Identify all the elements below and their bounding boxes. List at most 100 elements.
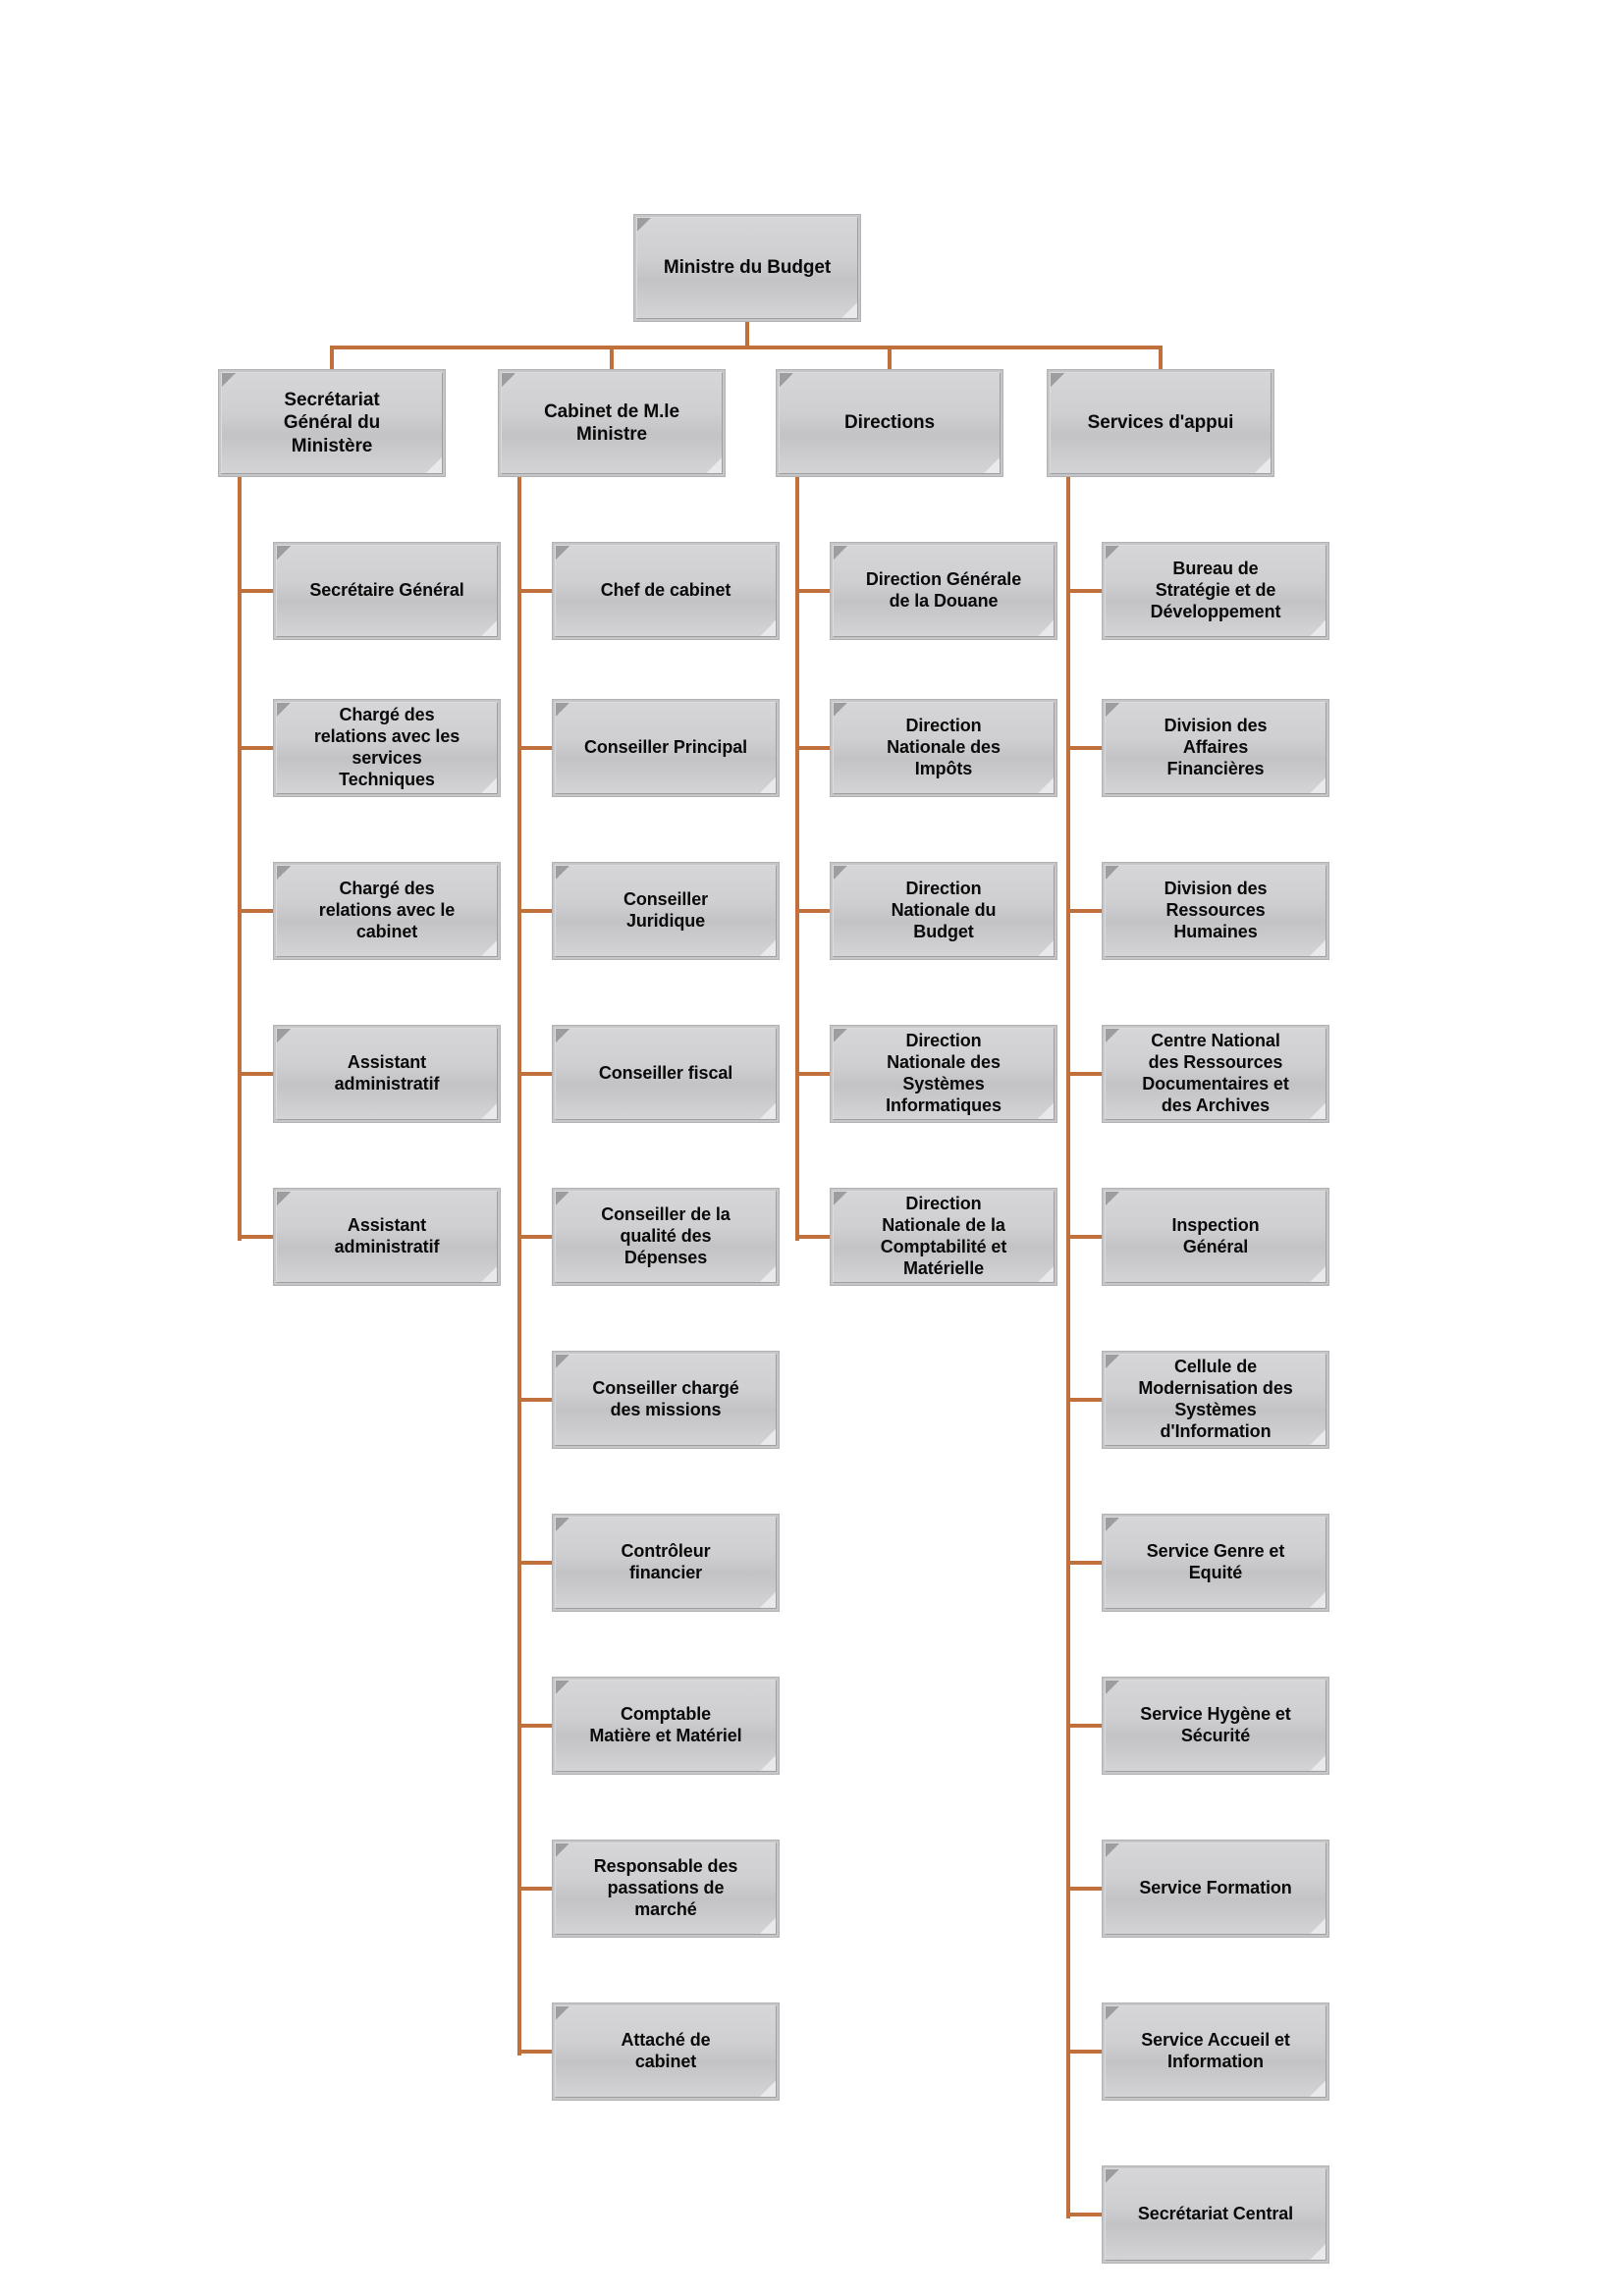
connector-stub-cabinet-ministre-5 [517,1398,552,1402]
connector-stub-directions-4 [795,1235,830,1239]
node-label: Conseiller fiscal [598,1063,733,1084]
node-branch-cabinet-ministre[interactable]: Cabinet de M.le Ministre [498,369,726,477]
node-label: Assistant administratif [334,1215,440,1256]
node-directions-item-3[interactable]: Direction Nationale des Systèmes Informa… [830,1025,1057,1123]
node-bevel: Secrétariat Général du Ministère [221,372,443,474]
connector-stub-services-appui-0 [1066,589,1102,593]
node-services-appui-item-9[interactable]: Service Accueil et Information [1102,2002,1329,2101]
node-label: Inspection Général [1171,1215,1260,1256]
connector-stub-secretariat-general-4 [238,1235,273,1239]
node-bevel: Services d'appui [1050,372,1272,474]
connector-stub-services-appui-5 [1066,1398,1102,1402]
node-services-appui-item-4[interactable]: Inspection Général [1102,1188,1329,1286]
node-bevel: Service Hygène et Sécurité [1105,1680,1326,1772]
node-bevel: Direction Nationale du Budget [833,865,1055,957]
node-branch-secretariat-general[interactable]: Secrétariat Général du Ministère [218,369,446,477]
node-label: Direction Nationale des Systèmes Informa… [886,1031,1001,1115]
node-directions-item-4[interactable]: Direction Nationale de la Comptabilité e… [830,1188,1057,1286]
node-cabinet-ministre-item-9[interactable]: Attaché de cabinet [552,2002,780,2101]
connector-spine-services-appui [1066,477,1070,2218]
connector-stub-secretariat-general-3 [238,1072,273,1076]
connector-stub-cabinet-ministre-3 [517,1072,552,1076]
node-label: Cellule de Modernisation des Systèmes d'… [1138,1357,1293,1441]
connector-branch-drop-services-appui [1159,346,1163,369]
node-label: Comptable Matière et Matériel [589,1704,742,1745]
node-label: Direction Générale de la Douane [865,569,1022,611]
node-label: Ministre du Budget [663,257,832,279]
node-bevel: Cellule de Modernisation des Systèmes d'… [1105,1354,1326,1446]
node-services-appui-item-1[interactable]: Division des Affaires Financières [1102,699,1329,797]
node-label: Responsable des passations de marché [593,1856,738,1919]
node-cabinet-ministre-item-4[interactable]: Conseiller de la qualité des Dépenses [552,1188,780,1286]
connector-root-trunk [745,322,749,349]
node-cabinet-ministre-item-2[interactable]: Conseiller Juridique [552,862,780,960]
node-services-appui-item-7[interactable]: Service Hygène et Sécurité [1102,1677,1329,1775]
connector-stub-services-appui-7 [1066,1724,1102,1728]
connector-stub-cabinet-ministre-9 [517,2050,552,2054]
node-directions-item-1[interactable]: Direction Nationale des Impôts [830,699,1057,797]
node-bevel: Centre National des Ressources Documenta… [1105,1028,1326,1120]
connector-stub-cabinet-ministre-7 [517,1724,552,1728]
node-bevel: Chargé des relations avec le cabinet [276,865,498,957]
node-bevel: Bureau de Stratégie et de Développement [1105,545,1326,637]
node-label: Chargé des relations avec les services T… [313,705,460,789]
node-services-appui-item-2[interactable]: Division des Ressources Humaines [1102,862,1329,960]
node-directions-item-0[interactable]: Direction Générale de la Douane [830,542,1057,640]
node-bevel: Conseiller chargé des missions [555,1354,777,1446]
connector-stub-cabinet-ministre-0 [517,589,552,593]
node-cabinet-ministre-item-5[interactable]: Conseiller chargé des missions [552,1351,780,1449]
node-bevel: Conseiller Principal [555,702,777,794]
node-bevel: Division des Affaires Financières [1105,702,1326,794]
connector-stub-directions-0 [795,589,830,593]
node-cabinet-ministre-item-6[interactable]: Contrôleur financier [552,1514,780,1612]
connector-spine-cabinet-ministre [517,477,521,2056]
node-label: Bureau de Stratégie et de Développement [1150,559,1281,621]
node-bevel: Conseiller Juridique [555,865,777,957]
node-secretariat-general-item-2[interactable]: Chargé des relations avec le cabinet [273,862,501,960]
node-label: Division des Affaires Financières [1164,716,1268,778]
node-label: Direction Nationale des Impôts [887,716,1001,778]
node-branch-directions[interactable]: Directions [776,369,1003,477]
connector-stub-cabinet-ministre-2 [517,909,552,913]
node-label: Attaché de cabinet [621,2030,711,2071]
connector-stub-services-appui-8 [1066,1887,1102,1891]
node-services-appui-item-3[interactable]: Centre National des Ressources Documenta… [1102,1025,1329,1123]
node-bevel: Inspection Général [1105,1191,1326,1283]
node-root-ministre[interactable]: Ministre du Budget [633,214,861,322]
node-directions-item-2[interactable]: Direction Nationale du Budget [830,862,1057,960]
node-bevel: Directions [779,372,1001,474]
node-cabinet-ministre-item-3[interactable]: Conseiller fiscal [552,1025,780,1123]
node-bevel: Division des Ressources Humaines [1105,865,1326,957]
connector-spine-directions [795,477,799,1241]
node-label: Services d'appui [1087,412,1234,434]
connector-branch-drop-directions [888,346,892,369]
node-bevel: Service Accueil et Information [1105,2005,1326,2098]
node-secretariat-general-item-0[interactable]: Secrétaire Général [273,542,501,640]
node-cabinet-ministre-item-0[interactable]: Chef de cabinet [552,542,780,640]
node-secretariat-general-item-1[interactable]: Chargé des relations avec les services T… [273,699,501,797]
node-secretariat-general-item-3[interactable]: Assistant administratif [273,1025,501,1123]
node-bevel: Comptable Matière et Matériel [555,1680,777,1772]
connector-stub-cabinet-ministre-6 [517,1561,552,1565]
node-secretariat-general-item-4[interactable]: Assistant administratif [273,1188,501,1286]
node-label: Conseiller Principal [583,737,748,758]
node-services-appui-item-8[interactable]: Service Formation [1102,1840,1329,1938]
node-label: Service Accueil et Information [1141,2030,1290,2071]
node-cabinet-ministre-item-7[interactable]: Comptable Matière et Matériel [552,1677,780,1775]
node-cabinet-ministre-item-8[interactable]: Responsable des passations de marché [552,1840,780,1938]
node-bevel: Direction Nationale des Impôts [833,702,1055,794]
connector-stub-services-appui-4 [1066,1235,1102,1239]
node-services-appui-item-5[interactable]: Cellule de Modernisation des Systèmes d'… [1102,1351,1329,1449]
node-cabinet-ministre-item-1[interactable]: Conseiller Principal [552,699,780,797]
node-label: Conseiller de la qualité des Dépenses [601,1204,731,1267]
connector-stub-services-appui-1 [1066,746,1102,750]
node-services-appui-item-0[interactable]: Bureau de Stratégie et de Développement [1102,542,1329,640]
node-bevel: Attaché de cabinet [555,2005,777,2098]
node-branch-services-appui[interactable]: Services d'appui [1047,369,1274,477]
node-label: Conseiller chargé des missions [592,1378,739,1419]
node-services-appui-item-6[interactable]: Service Genre et Equité [1102,1514,1329,1612]
node-services-appui-item-10[interactable]: Secrétariat Central [1102,2165,1329,2264]
node-label: Chef de cabinet [600,580,731,601]
node-bevel: Secrétaire Général [276,545,498,637]
